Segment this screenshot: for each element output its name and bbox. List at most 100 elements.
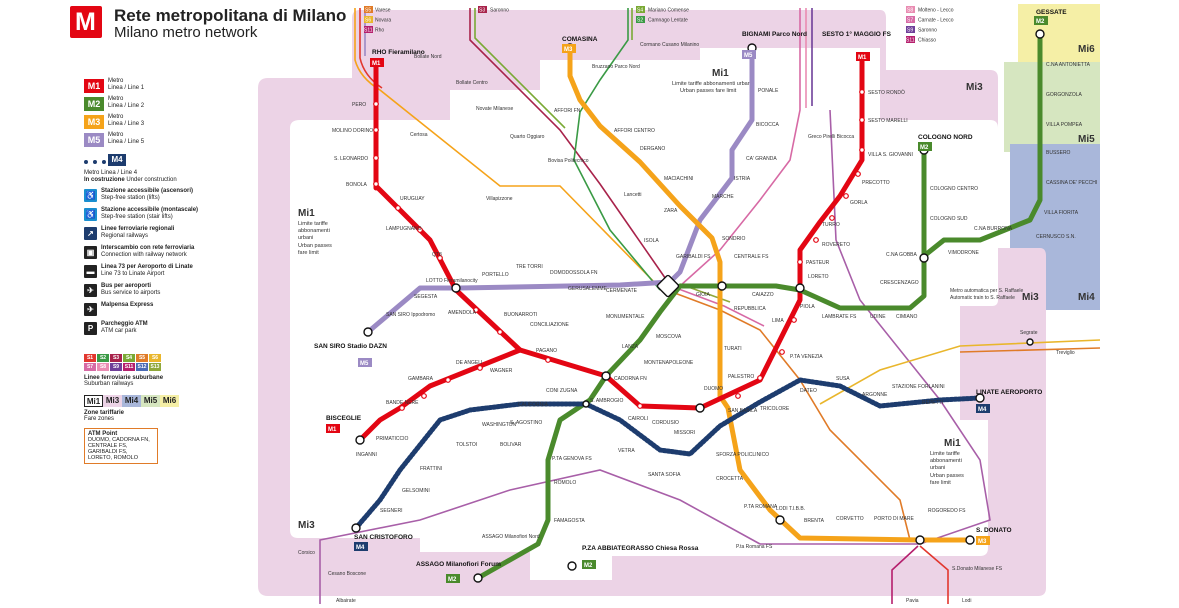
label-crocetta[interactable]: CROCETTA xyxy=(716,476,744,482)
stop-sestorondo[interactable] xyxy=(859,89,865,95)
station-sancristoforo[interactable]: SAN CRISTOFORO xyxy=(354,534,413,541)
station-assago[interactable]: ASSAGO Milanofiori Forum xyxy=(416,561,501,568)
terminus-sansiro[interactable] xyxy=(363,327,373,337)
label-garibaldi[interactable]: GARIBALDI FS xyxy=(676,254,711,260)
label-cascinaantonietta[interactable]: C.NA ANTONIETTA xyxy=(1046,62,1091,68)
label-pavia[interactable]: Pavia xyxy=(906,598,919,604)
label-bovisa[interactable]: Bovisa Politecnico xyxy=(548,158,589,164)
label-santagostino[interactable]: S. AGOSTINO xyxy=(510,420,542,426)
label-cagranda[interactable]: CA' GRANDA xyxy=(746,156,777,162)
label-portaromana[interactable]: P.TA ROMANA xyxy=(744,504,778,510)
terminus-gessate[interactable] xyxy=(1035,29,1045,39)
interchange-lodi[interactable] xyxy=(775,515,785,525)
label-istria[interactable]: ISTRIA xyxy=(734,176,751,182)
label-cascinaburrona[interactable]: C.NA BURRONA xyxy=(974,226,1013,232)
label-sambrogio[interactable]: S. AMBROGIO xyxy=(590,398,623,404)
label-corvetto[interactable]: CORVETTO xyxy=(836,516,864,522)
label-gorla[interactable]: GORLA xyxy=(850,200,868,206)
stop-lima[interactable] xyxy=(791,317,797,323)
label-maciachini[interactable]: MACIACHINI xyxy=(664,176,693,182)
interchange-sancristoforo[interactable] xyxy=(351,523,361,533)
label-corsico[interactable]: Corsico xyxy=(298,550,315,556)
stop-amendola[interactable] xyxy=(473,307,479,313)
label-molino[interactable]: MOLINO DORINO xyxy=(332,128,373,134)
label-sanvito[interactable]: SAN SIRO Ippodromo xyxy=(386,312,435,318)
label-monumentale[interactable]: MONUMENTALE xyxy=(606,314,645,320)
station-cologno[interactable]: COLOGNO NORD xyxy=(918,134,973,141)
label-palestro[interactable]: PALESTRO xyxy=(728,374,754,380)
station-linate[interactable]: LINATE AEROPORTO xyxy=(976,389,1042,396)
label-colognocentro[interactable]: COLOGNO CENTRO xyxy=(930,186,978,192)
label-inganni[interactable]: INGANNI xyxy=(356,452,377,458)
label-cairoli[interactable]: CAIROLI xyxy=(628,416,648,422)
label-isola[interactable]: ISOLA xyxy=(644,238,659,244)
label-lodicity[interactable]: Lodi xyxy=(962,598,971,604)
label-dergano[interactable]: DERGANO xyxy=(640,146,665,152)
label-sestorondo[interactable]: SESTO RONDÒ xyxy=(868,89,905,96)
label-bollatecentro[interactable]: Bollate Centro xyxy=(456,80,488,86)
station-bignami[interactable]: BIGNAMI Parco Nord xyxy=(742,31,807,38)
label-centrale[interactable]: CENTRALE FS xyxy=(734,254,769,260)
label-crescenzago[interactable]: CRESCENZAGO xyxy=(880,280,919,286)
label-conciliazione[interactable]: CONCILIAZIONE xyxy=(530,322,570,328)
label-villapompea[interactable]: VILLA POMPEA xyxy=(1046,122,1083,128)
label-california[interactable]: CALIFORNIA xyxy=(518,402,549,408)
label-portavenezia[interactable]: P.TA VENEZIA xyxy=(790,354,823,360)
stop-pero[interactable] xyxy=(373,101,379,107)
label-wagner[interactable]: WAGNER xyxy=(490,368,513,374)
stop-palestro[interactable] xyxy=(757,375,763,381)
label-ponale[interactable]: PONALE xyxy=(758,88,779,94)
station-comasina[interactable]: COMASINA xyxy=(562,36,598,43)
label-bolivar[interactable]: BOLIVAR xyxy=(500,442,522,448)
interchange-loreto[interactable] xyxy=(795,283,805,293)
label-segesta[interactable]: SEGESTA xyxy=(414,294,438,300)
label-forlanini[interactable]: STAZIONE FORLANINI xyxy=(892,384,945,390)
label-marche[interactable]: MARCHE xyxy=(712,194,734,200)
label-pero[interactable]: PERO xyxy=(352,102,366,108)
label-lambrate[interactable]: LAMBRATE FS xyxy=(822,314,857,320)
label-afforifn[interactable]: AFFORI FN xyxy=(554,108,581,114)
label-bicocca[interactable]: BICOCCA xyxy=(756,122,779,128)
label-certosa[interactable]: Certosa xyxy=(410,132,428,138)
label-qt8[interactable]: QT8 xyxy=(432,252,442,258)
terminus-bisceglie[interactable] xyxy=(355,435,365,445)
interchange-rogoredo[interactable] xyxy=(915,535,925,545)
label-domodossola[interactable]: DOMODOSSOLA FN xyxy=(550,270,598,276)
label-pasteur[interactable]: PASTEUR xyxy=(806,260,830,266)
label-cormano[interactable]: Cormano Cusano Milanino xyxy=(640,42,699,48)
stop-precotto[interactable] xyxy=(855,171,861,177)
station-sandonato[interactable]: S. DONATO xyxy=(976,527,1012,534)
label-albairate[interactable]: Albairate xyxy=(336,598,356,604)
label-villasg[interactable]: VILLA S. GIOVANNI xyxy=(868,152,913,158)
stop-buonarroti[interactable] xyxy=(497,329,503,335)
label-sondrio[interactable]: SONDRIO xyxy=(722,236,745,242)
label-treviglio[interactable]: Treviglio xyxy=(1056,350,1075,356)
label-deangeli[interactable]: DE ANGELI xyxy=(456,360,482,366)
label-greco[interactable]: Greco Pirelli Bicocca xyxy=(808,134,854,140)
label-ptaromanafs[interactable]: P.ta Romana FS xyxy=(736,544,773,550)
label-piola[interactable]: PIOLA xyxy=(800,304,815,310)
label-tretorri[interactable]: TRE TORRI xyxy=(516,264,543,270)
label-turati[interactable]: TURATI xyxy=(724,346,742,352)
label-portagenova[interactable]: P.TA GENOVA FS xyxy=(552,456,592,462)
stop-villasg[interactable] xyxy=(859,147,865,153)
interchange-centrale[interactable] xyxy=(717,281,727,291)
label-novate[interactable]: Novate Milanese xyxy=(476,106,513,112)
stop-lampugnano[interactable] xyxy=(417,227,423,233)
label-lodi[interactable]: LODI T.I.B.B. xyxy=(776,506,805,512)
label-argonne[interactable]: ARGONNE xyxy=(862,392,888,398)
label-sestomarelli[interactable]: SESTO MARELLI xyxy=(868,118,908,124)
interchange-cascina-gobba[interactable] xyxy=(919,253,929,263)
stop-uruguay[interactable] xyxy=(395,205,401,211)
terminus-linate[interactable] xyxy=(975,393,985,403)
label-sforza[interactable]: SFORZA POLICLINICO xyxy=(716,452,769,458)
stop-wagner[interactable] xyxy=(477,365,483,371)
label-segrate[interactable]: Segrate xyxy=(1020,330,1038,336)
stop-bandenere[interactable] xyxy=(399,405,405,411)
label-udine[interactable]: UDINE xyxy=(870,314,886,320)
label-portomare[interactable]: PORTO DI MARE xyxy=(874,516,914,522)
station-rho[interactable]: RHO Fieramilano xyxy=(372,49,425,56)
label-pagano[interactable]: PAGANO xyxy=(536,348,557,354)
label-lanza[interactable]: LANZA xyxy=(622,344,639,350)
label-lampugnano[interactable]: LAMPUGNANO xyxy=(386,226,422,232)
